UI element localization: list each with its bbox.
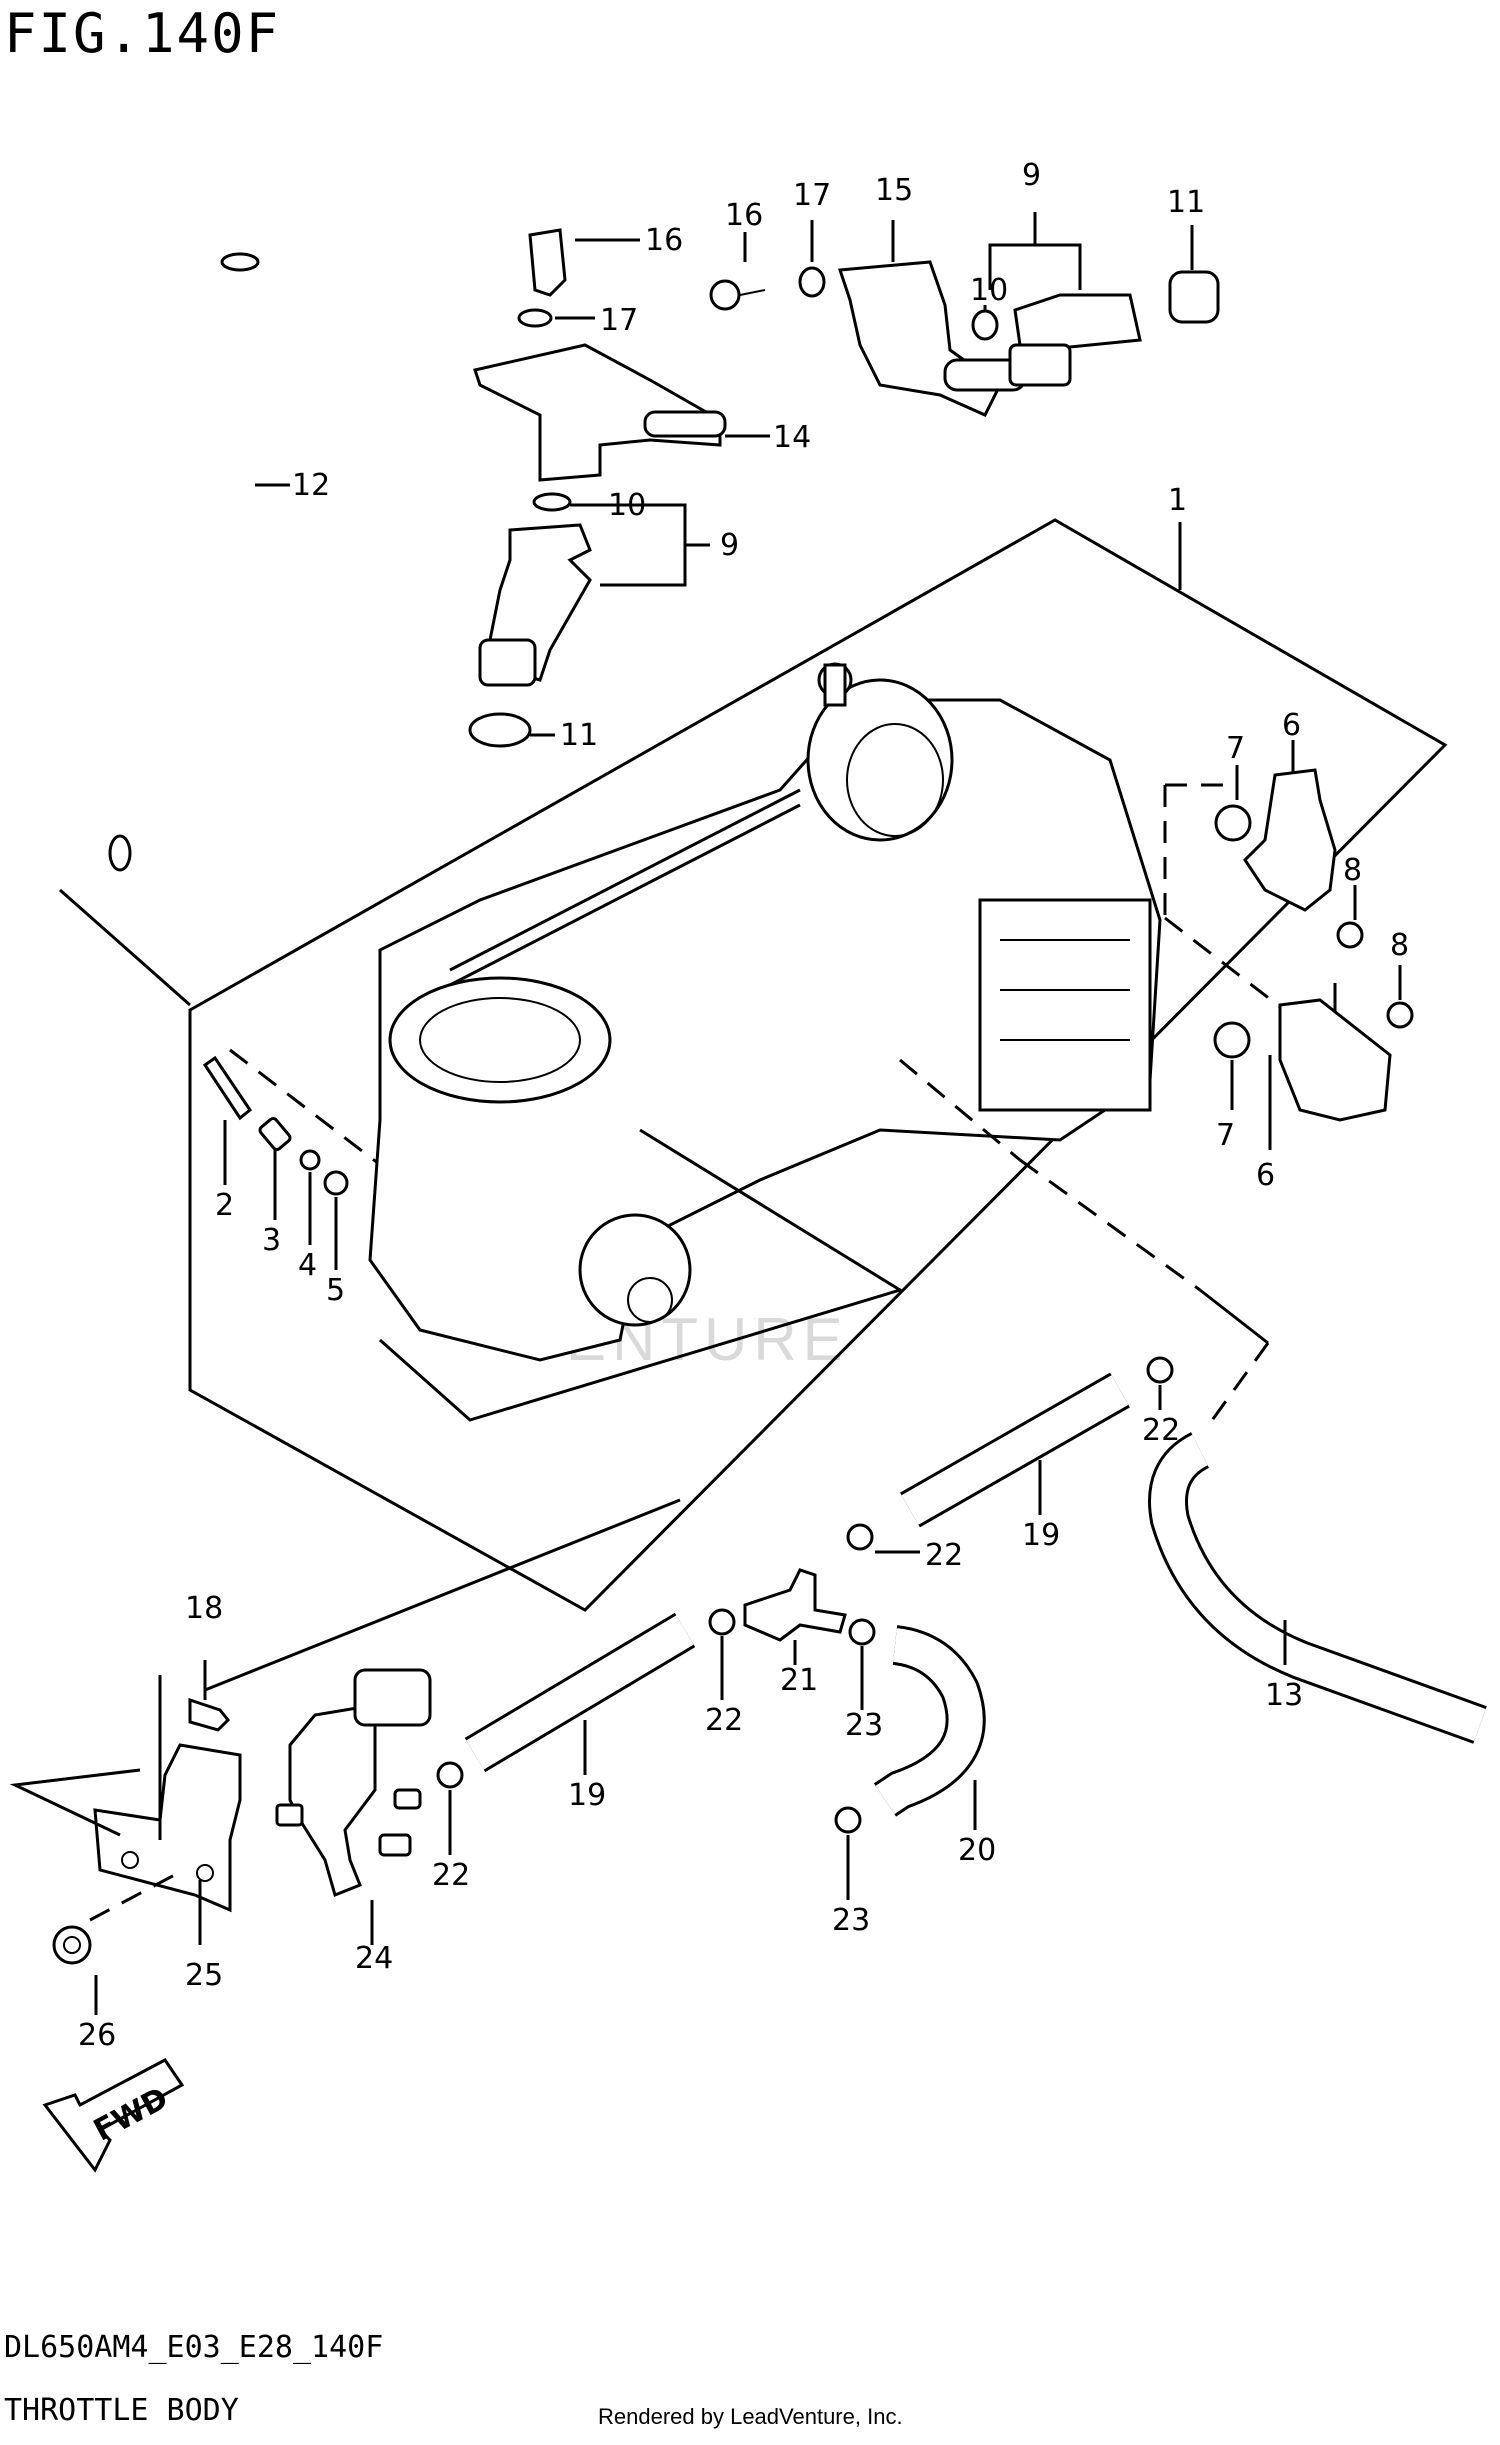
ref-line-c bbox=[9, 1768, 141, 1837]
small-parts-left bbox=[202, 1055, 349, 1196]
callout-14: 14 bbox=[773, 420, 811, 455]
connector-d bbox=[1019, 1158, 1201, 1292]
injector-assembly-left bbox=[468, 228, 727, 748]
callout-12: 12 bbox=[292, 468, 330, 503]
ref-line-a bbox=[59, 888, 191, 1007]
callout-9-left: 9 bbox=[720, 528, 739, 563]
t-joint-21 bbox=[743, 1568, 847, 1642]
callout-4: 4 bbox=[298, 1248, 317, 1283]
fwd-arrow: FWD bbox=[42, 2058, 185, 2173]
nut-26 bbox=[52, 1925, 92, 1965]
callout-20: 20 bbox=[958, 1833, 996, 1868]
bracket-hole-b bbox=[196, 1864, 214, 1882]
callout-19-lower: 19 bbox=[568, 1778, 606, 1813]
callout-16-right: 16 bbox=[725, 198, 763, 233]
callout-9-top: 9 bbox=[1022, 158, 1041, 193]
callout-6a: 6 bbox=[1282, 708, 1301, 743]
callout-18: 18 bbox=[185, 1591, 223, 1626]
diagram-code: DL650AM4_E03_E28_140F bbox=[4, 2330, 384, 2365]
callout-22-a: 22 bbox=[1142, 1413, 1180, 1448]
callout-7b: 7 bbox=[1216, 1118, 1235, 1153]
bracket-hole-a bbox=[121, 1851, 139, 1869]
callout-8b: 8 bbox=[1390, 928, 1409, 963]
hose-12-end-b bbox=[108, 834, 132, 872]
sub-frame bbox=[379, 1128, 904, 1422]
hose-13 bbox=[1151, 1434, 1486, 1741]
hose-20 bbox=[875, 1628, 983, 1815]
hose-19b bbox=[466, 1615, 694, 1770]
callout-6b: 6 bbox=[1256, 1158, 1275, 1193]
callout-11-left: 11 bbox=[560, 718, 598, 753]
callout-13: 13 bbox=[1265, 1678, 1303, 1713]
callout-15: 15 bbox=[875, 173, 913, 208]
sensors-right bbox=[1213, 768, 1414, 1122]
callout-3: 3 bbox=[262, 1223, 281, 1258]
hose-19a bbox=[901, 1375, 1129, 1525]
callout-16-left: 16 bbox=[645, 223, 683, 258]
callout-24: 24 bbox=[355, 1941, 393, 1976]
callout-19-upper: 19 bbox=[1022, 1518, 1060, 1553]
callout-22-b: 22 bbox=[925, 1538, 963, 1573]
injector-assembly-right bbox=[709, 260, 1220, 417]
callout-8a: 8 bbox=[1343, 853, 1362, 888]
bolt-18 bbox=[188, 1697, 231, 1732]
callout-22-c: 22 bbox=[705, 1703, 743, 1738]
callout-10-top: 10 bbox=[970, 273, 1008, 308]
callout-2: 2 bbox=[215, 1188, 234, 1223]
ref-13 bbox=[1199, 1288, 1269, 1345]
clamps bbox=[436, 1356, 1174, 1834]
callout-10-left: 10 bbox=[608, 488, 646, 523]
diagram-name: THROTTLE BODY bbox=[4, 2393, 239, 2428]
solenoid-valve-24 bbox=[275, 1668, 432, 1898]
ref-line-18 bbox=[204, 1498, 681, 1692]
callout-25: 25 bbox=[185, 1958, 223, 1993]
throttle-body-assembly bbox=[368, 662, 1162, 1362]
figure-title: FIG.140F bbox=[4, 2, 281, 65]
hose-12 bbox=[112, 255, 281, 872]
callout-7a: 7 bbox=[1226, 731, 1245, 766]
ref-13-b bbox=[1203, 1342, 1270, 1431]
callout-1: 1 bbox=[1168, 483, 1187, 518]
hose-12-end bbox=[220, 252, 260, 272]
assembly-outline bbox=[188, 518, 1448, 1612]
callout-17-right: 17 bbox=[793, 178, 831, 213]
nut-26-hole bbox=[63, 1936, 81, 1954]
callout-11-top: 11 bbox=[1167, 185, 1205, 220]
callout-23-b: 23 bbox=[832, 1903, 870, 1938]
callout-23-a: 23 bbox=[845, 1708, 883, 1743]
callout-5: 5 bbox=[326, 1273, 345, 1308]
callout-21: 21 bbox=[780, 1663, 818, 1698]
ref-line-d bbox=[89, 1870, 181, 1922]
bracket-25 bbox=[93, 1743, 242, 1913]
callout-22-d: 22 bbox=[432, 1858, 470, 1893]
connector-c bbox=[899, 1058, 1021, 1162]
render-credit: Rendered by LeadVenture, Inc. bbox=[598, 2404, 903, 2429]
callout-17-left: 17 bbox=[600, 303, 638, 338]
callout-26: 26 bbox=[78, 2018, 116, 2053]
